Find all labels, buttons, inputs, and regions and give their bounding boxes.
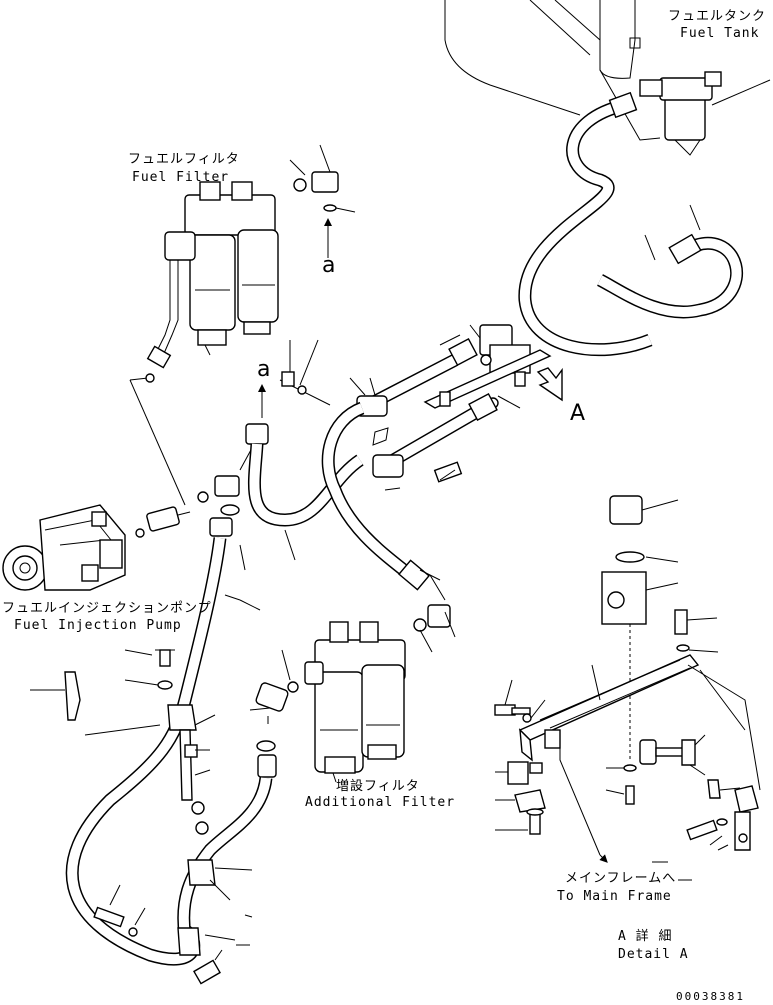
drawing-number: 00038381 [676, 990, 745, 1003]
hose-to-additional-filter [279, 339, 441, 591]
fuel-filter-label-en: Fuel Filter [132, 170, 229, 185]
detail-a-assembly [494, 495, 761, 863]
ref-A-view: A [570, 401, 585, 426]
detail-a-label-en: Detail A [618, 947, 689, 962]
left-clamp-hardware [30, 649, 216, 835]
fuel-tank-label-jp: フュエルタンク [668, 9, 766, 24]
leader-lines-pump [129, 373, 186, 506]
fuel-injection-pump [2, 447, 253, 591]
main-frame-label-jp: メインフレームへ [565, 871, 676, 886]
injection-pump-label-jp: フュエルインジェクションポンプ [2, 601, 212, 616]
additional-filter-label-jp: 増設フィルタ [336, 778, 420, 794]
additional-filter [249, 574, 456, 783]
ref-a-upper: a [322, 253, 335, 278]
ref-a-lower: a [257, 357, 270, 382]
injection-pump-label-en: Fuel Injection Pump [14, 618, 182, 633]
view-a-arrow [536, 367, 563, 402]
fuel-filter-top [146, 144, 356, 369]
lower-center-hose [93, 740, 277, 985]
tank-supply-hose [518, 91, 743, 357]
detail-a-label-jp: A 詳 細 [618, 928, 672, 944]
tank-strainer [639, 71, 771, 156]
pump-outlet-hose [65, 504, 261, 966]
valve-bracket-assembly [349, 324, 552, 491]
main-frame-label-en: To Main Frame [557, 889, 672, 904]
fuel-filter-label-jp: フュエルフィルタ [128, 152, 240, 167]
additional-filter-label-en: Additional Filter [305, 795, 455, 810]
fuel-tank [444, 0, 661, 141]
fuel-tank-label-en: Fuel Tank [680, 26, 759, 41]
